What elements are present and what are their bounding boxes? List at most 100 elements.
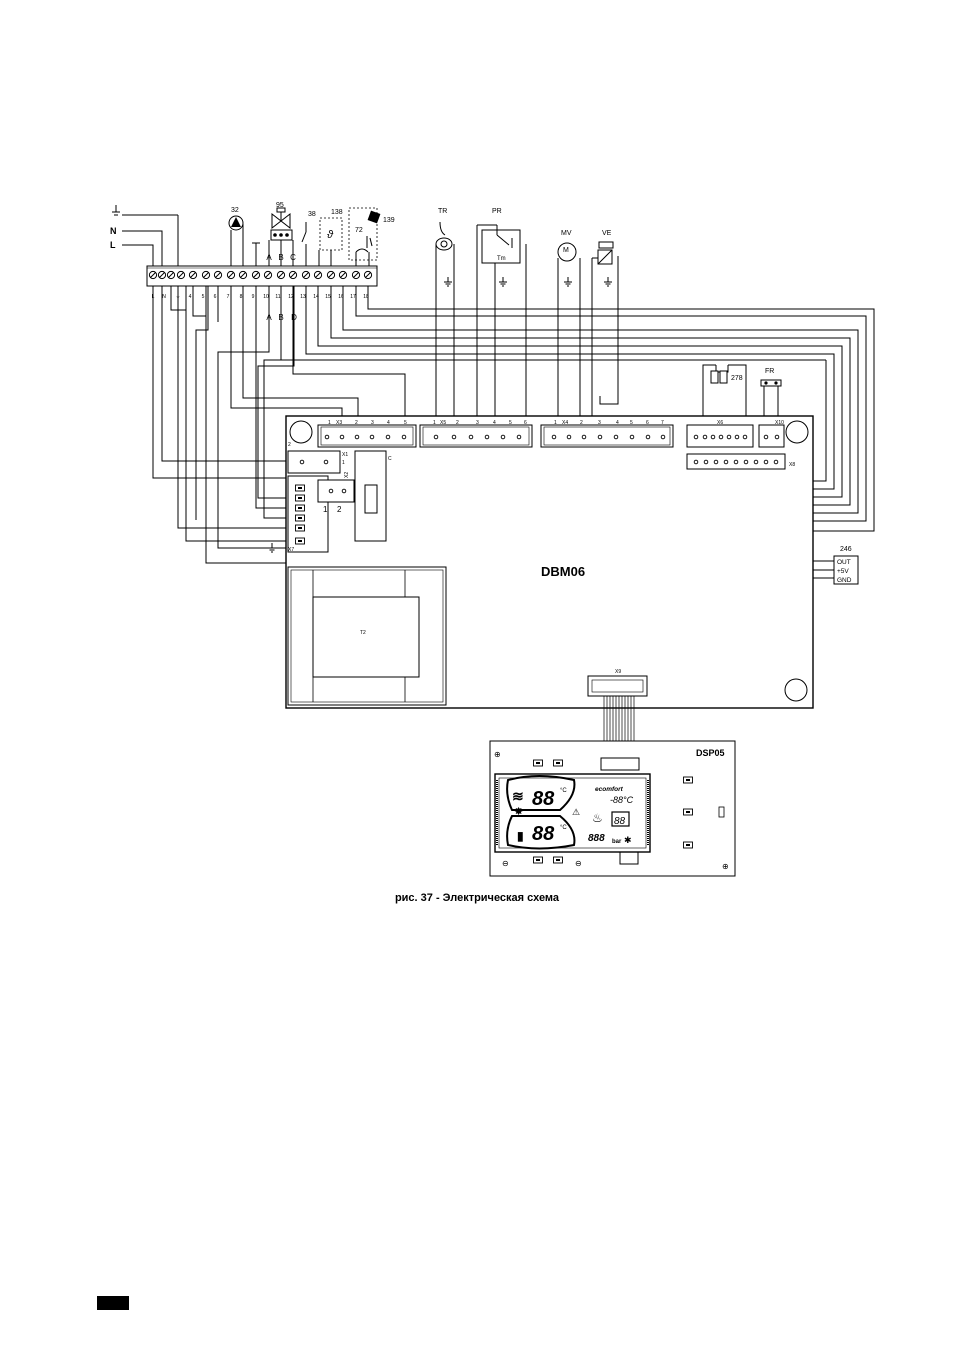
mv-label: MV [561,230,572,237]
x4-pin-6: 6 [646,420,649,426]
x2-pin-1: 1 [323,505,328,514]
display-board-name: DSP05 [696,748,725,758]
x2-pin-2: 2 [337,505,342,514]
lcd-unit-bottom: °C [560,825,567,831]
svg-text:⊖: ⊖ [502,859,509,868]
lcd-brand: ecomfort [595,786,624,793]
c-label: C [388,456,392,462]
lcd-small-temp: -88°C [610,795,634,805]
component-246: 246 OUT +5V GND [833,546,859,585]
res278-label: 278 [731,375,743,382]
terminal-number: 14 [313,294,319,300]
switch-38-label: 38 [308,211,316,218]
x8-label: X8 [789,462,795,468]
terminal-number: 6 [214,294,217,300]
x3-pin-1: 1 [328,420,331,426]
svg-text:▮: ▮ [517,829,524,843]
c246-out: OUT [837,559,851,566]
c246-label: 246 [840,546,852,553]
x9-label: X9 [615,669,621,675]
terminal-number: 10 [263,294,269,300]
terminal-number: 17 [350,294,356,300]
valve-label: 95 [276,202,284,209]
svg-text:ϑ: ϑ [327,229,334,241]
ground-to-terminal [252,242,260,266]
x5-pin-4: 4 [493,420,496,426]
x1-label: X1 [342,452,348,458]
terminal-number: N [162,294,166,300]
x3-pin-2: 2 [355,420,358,426]
sensor-138-label: 138 [331,209,343,216]
x4-pin-3: 3 [598,420,601,426]
c246-gnd: GND [837,577,852,584]
thermostat-139: 139 72 [348,207,395,266]
component-pr: PR Tm [476,208,527,424]
switch-38: 38 [301,211,316,266]
relay-72-label: 72 [355,227,363,234]
x5-pin-5: 5 [509,420,512,426]
x4-pin-1: 1 [554,420,557,426]
power-inputs: N L [110,205,179,266]
terminal-number: 8 [240,294,243,300]
x3-pin-5: 5 [404,420,407,426]
terminal-number: 11 [275,294,280,300]
resistor-278: 278 [710,370,743,384]
terminal-number: 7 [227,294,230,300]
component-fr: FR [760,368,782,392]
terminal-number: 4 [189,294,192,300]
x4-pin-7: 7 [661,420,664,426]
pump-label: 32 [231,207,239,214]
main-board-dbm06: DBM06 1 X3 2 3 4 5 1 X5 2 3 4 5 6 1 X4 2… [267,415,814,709]
x3-pin-4: 4 [387,420,390,426]
x2-label: X2 [344,472,350,478]
terminal-number: 12 [288,294,294,300]
thermostat-139-label: 139 [383,217,395,224]
lcd-bar-digits: 888 [588,833,605,844]
valve-95: 95 [268,202,294,266]
lcd-digits-top: 88 [532,788,555,810]
svg-text:⊖: ⊖ [575,859,582,868]
component-ve: VE [591,230,619,424]
x4-label: X4 [562,420,568,426]
svg-text:≋: ≋ [512,788,524,804]
lcd-digits-bottom: 88 [532,823,555,845]
svg-text:⊕: ⊕ [722,862,729,871]
figure-caption: рис. 37 - Электрическая схема [394,892,560,904]
terminal-number: 15 [325,294,331,300]
x6-label: X6 [717,420,723,426]
earth-input [112,205,178,216]
c246-5v: +5V [837,568,849,575]
svg-text:✸: ✸ [514,806,523,818]
x5-pin-2: 2 [456,420,459,426]
transformer-label: T2 [360,630,366,636]
x5-pin-1: 1 [433,420,436,426]
x1-pin-top: 2 [288,442,291,448]
svg-text:⚠: ⚠ [572,807,580,817]
terminal-block: L N ⏚ 4 5 6 7 8 9 10 11 12 13 14 15 16 1… [146,253,378,322]
fr-label: FR [765,368,774,375]
page-marker [97,1296,129,1310]
svg-text:♨: ♨ [592,811,603,825]
board-name: DBM06 [541,564,585,579]
x1-pin-bottom: 1 [342,460,345,466]
svg-text:✱: ✱ [624,835,632,845]
svg-text:⊕: ⊕ [494,750,501,759]
line-label: L [110,240,116,250]
x3-label: X3 [336,420,342,426]
x7-label: X7 [288,547,294,553]
lcd-small-digits: 88 [614,816,626,827]
terminal-number: 18 [363,294,369,300]
display-board-dsp05: DSP05 ⊕ ⊕ ⊖ ⊖ ⊖ ⊖ ≋ 88 °C ✸ ▮ 88 °C ecom… [489,740,736,877]
x4-pin-2: 2 [580,420,583,426]
lcd-bar-unit: bar [612,839,622,845]
tr-label: TR [438,208,447,215]
pr-label: PR [492,208,502,215]
x3-pin-3: 3 [371,420,374,426]
terminal-number: 13 [300,294,306,300]
x4-pin-4: 4 [616,420,619,426]
pump-32: 32 [228,207,244,266]
terminal-number: 9 [252,294,255,300]
terminal-number: 16 [338,294,344,300]
terminal-number: 5 [202,294,205,300]
